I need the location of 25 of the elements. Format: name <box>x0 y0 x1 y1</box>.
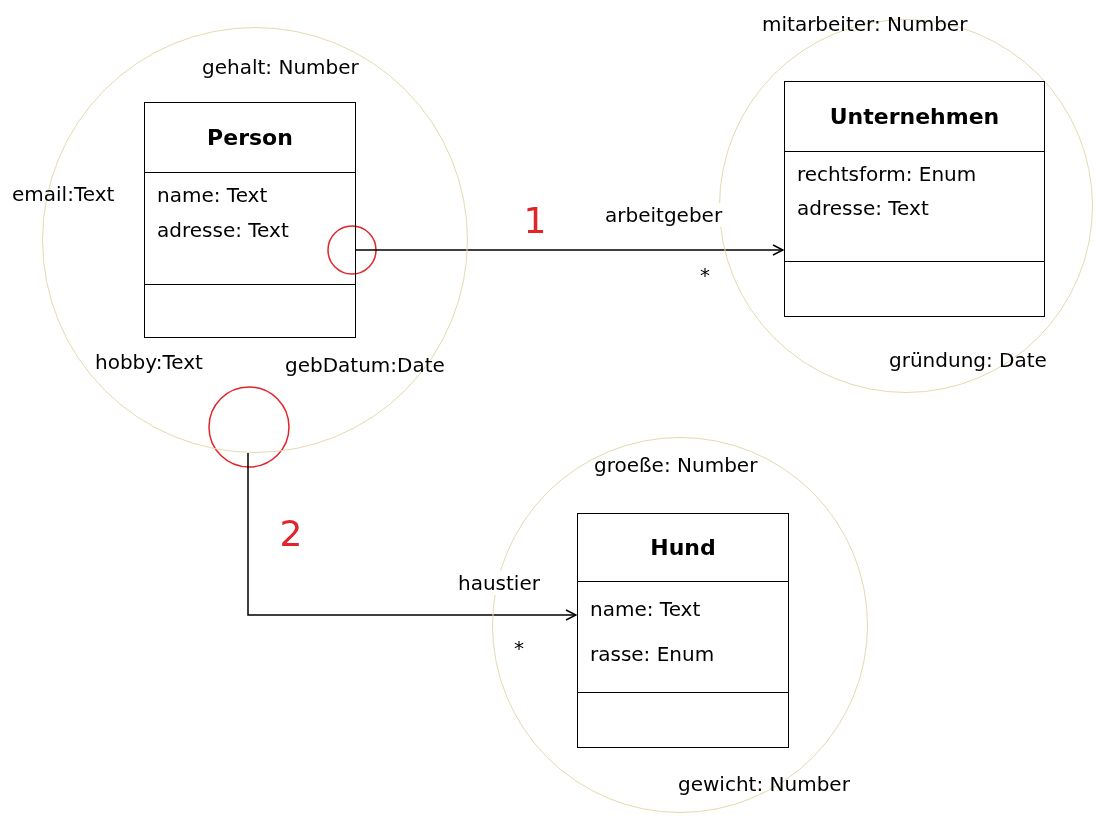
association-arrow <box>354 244 784 256</box>
property-label: gründung: Date <box>889 348 1047 372</box>
property-label: mitarbeiter: Number <box>762 12 968 36</box>
attribute-text: rechtsform: Enum <box>797 161 978 188</box>
multiplicity-label: * <box>514 636 524 660</box>
class-name: Person <box>207 125 293 150</box>
attribute-text: name: Text <box>157 182 269 209</box>
role-label: arbeitgeber <box>605 203 723 227</box>
multiplicity-label: * <box>700 263 710 287</box>
attribute-text: name: Text <box>590 596 702 623</box>
attribute-text: adresse: Text <box>157 217 290 244</box>
association-arrow <box>247 452 577 621</box>
property-label: gehalt: Number <box>202 55 359 79</box>
attribute-text: rasse: Enum <box>590 641 716 668</box>
role-label: haustier <box>458 571 540 595</box>
property-label: gewicht: Number <box>678 772 850 796</box>
attribute-text: adresse: Text <box>797 195 930 222</box>
class-name: Unternehmen <box>829 104 1000 129</box>
property-label: email:Text <box>12 182 115 206</box>
property-label: groeße: Number <box>594 453 758 477</box>
property-label: hobby:Text <box>95 350 203 374</box>
property-label: gebDatum:Date <box>285 353 445 377</box>
class-name: Hund <box>650 535 716 560</box>
association-number: 1 <box>523 199 547 241</box>
association-number: 2 <box>279 512 303 554</box>
